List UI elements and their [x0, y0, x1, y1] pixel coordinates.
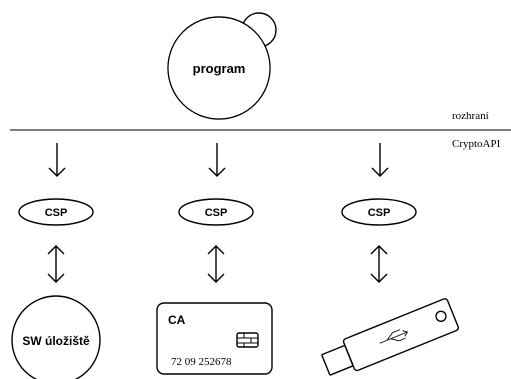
- smartcard-number: 72 09 252678: [171, 356, 232, 368]
- interface-label: rozhraní: [452, 110, 489, 122]
- sw-storage-node: SW úložiště: [11, 295, 101, 379]
- program-node: program: [167, 12, 277, 120]
- arrow-bidirectional-3: [370, 245, 388, 283]
- arrow-down-2: [208, 143, 226, 177]
- smartcard-node: CA 72 09 252678: [156, 302, 273, 375]
- smartcard-title: CA: [168, 313, 186, 327]
- csp-label-1: CSP: [45, 207, 68, 219]
- arrow-down-3: [371, 143, 389, 177]
- arrow-bidirectional-1: [47, 245, 65, 283]
- csp-node-2: CSP: [178, 198, 254, 226]
- program-label: program: [193, 61, 246, 76]
- storage-label: SW úložiště: [22, 334, 90, 348]
- csp-label-2: CSP: [205, 207, 228, 219]
- csp-node-3: CSP: [341, 198, 417, 226]
- csp-node-1: CSP: [18, 198, 94, 226]
- arrow-bidirectional-2: [207, 245, 225, 283]
- arrow-down-1: [48, 143, 66, 177]
- chip-icon: [236, 332, 259, 348]
- usb-token-icon: [321, 298, 460, 376]
- api-label: CryptoAPI: [452, 138, 501, 150]
- usb-symbol-icon: [379, 329, 409, 344]
- csp-label-3: CSP: [368, 207, 391, 219]
